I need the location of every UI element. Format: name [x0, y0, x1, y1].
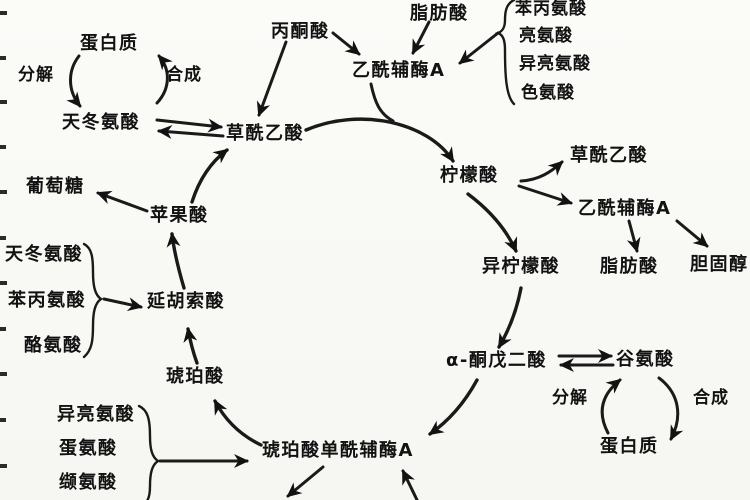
node-fatty-acid-top: 脂肪酸: [410, 3, 469, 24]
node-isoleucine-bottom-left: 异亮氨酸: [57, 404, 135, 425]
arrow-pyruvate-to-acetylcoa: [331, 31, 361, 56]
node-fumarate: 延胡索酸: [147, 291, 225, 312]
arrow-citrate-to-acetylcoa-right: [517, 184, 573, 206]
node-acetyl-coa-top: 乙酰辅酶A: [352, 60, 446, 81]
arrow-protein-decompose-to-glutamate: [600, 378, 622, 435]
node-isoleucine-top-right: 异亮氨酸: [519, 54, 591, 74]
arrow-citrate-to-isocitrate: [466, 192, 518, 253]
arrow-fattyacid-to-acetylcoa: [411, 20, 431, 55]
arrow-ketoglutarate-to-succinylcoa: [428, 378, 479, 436]
node-tryptophan-top-right: 色氨酸: [521, 83, 575, 103]
node-malate: 苹果酸: [150, 205, 209, 226]
arrow-succinylcoa-to-succinate: [213, 399, 263, 447]
node-isocitrate: 异柠檬酸: [482, 256, 560, 277]
node-citrate: 柠檬酸: [440, 165, 499, 186]
node-succinyl-coa: 琥珀酸单酰辅酶A: [262, 440, 414, 461]
arrow-malate-to-oxaloacetate: [190, 148, 229, 204]
node-cholesterol: 胆固醇: [690, 254, 749, 275]
brace-amino-group-bottom-left: [137, 404, 161, 500]
node-methionine-bottom-left: 蛋氨酸: [59, 438, 118, 459]
arrow-oxaloacetate-to-citrate: [304, 117, 455, 163]
node-glutamate: 谷氨酸: [616, 349, 675, 370]
arrow-aspartate-synthesis-to-protein: [155, 54, 173, 105]
label-decompose-top-left: 分解: [18, 65, 54, 85]
arrow-acetylcoa-to-cholesterol: [675, 219, 709, 248]
arrow-isocitrate-to-ketoglutarate: [497, 286, 523, 349]
node-acetyl-coa-right: 乙酰辅酶A: [578, 198, 672, 219]
node-leucine-top-right: 亮氨酸: [519, 26, 573, 46]
arrow-fumarate-to-malate: [166, 232, 186, 290]
arrow-acetylcoa-to-fattyacid-right: [626, 219, 641, 253]
node-protein-right: 蛋白质: [600, 436, 659, 457]
arrow-protein-decompose-to-aspartate: [66, 54, 82, 108]
arrow-bottom-to-succinylcoa: [401, 469, 419, 500]
node-valine-bottom-left: 缬氨酸: [59, 472, 118, 493]
arrow-aspartate-to-oxaloacetate: [155, 118, 223, 133]
arrow-pyruvate-to-oxaloacetate: [256, 40, 288, 117]
arrow-glutamate-synthesis-to-protein: [657, 376, 684, 441]
node-tyrosine-left: 酪氨酸: [24, 335, 83, 356]
label-synthesis-top-left: 合成: [166, 65, 202, 85]
label-decompose-right: 分解: [552, 388, 588, 408]
arrow-succinylcoa-down-left: [286, 465, 325, 498]
node-phenylalanine-left: 苯丙氨酸: [8, 290, 86, 311]
label-synthesis-right: 合成: [693, 388, 729, 408]
node-pyruvate: 丙酮酸: [271, 21, 330, 42]
node-aspartate-top: 天冬氨酸: [62, 112, 140, 133]
brace-amino-group-top-right: [494, 0, 516, 106]
arrow-succinate-to-fumarate: [183, 327, 199, 365]
brace-amino-group-left: [82, 242, 104, 359]
arrow-aminoacids-to-fumarate: [102, 297, 143, 312]
arrow-oxaloacetate-to-aspartate: [157, 125, 225, 139]
node-glucose: 葡萄糖: [26, 176, 85, 197]
node-succinate: 琥珀酸: [166, 366, 225, 387]
node-phenylalanine-top-right: 苯丙氨酸: [515, 0, 587, 19]
node-protein-top-left: 蛋白质: [80, 33, 139, 54]
node-alpha-ketoglutarate: α-酮戊二酸: [446, 350, 547, 371]
arrow-malate-to-glucose: [96, 190, 149, 213]
node-oxaloacetate-cycle: 草酰乙酸: [226, 123, 304, 144]
node-fatty-acid-right: 脂肪酸: [600, 256, 659, 277]
scan-edge-ticks: [0, 11, 7, 468]
line-acetylcoa-joins-cycle: [369, 82, 395, 123]
node-oxaloacetate-right: 草酰乙酸: [570, 145, 648, 166]
arrow-aminoacids-to-acetylcoa: [458, 31, 500, 65]
node-aspartate-left: 天冬氨酸: [5, 244, 83, 265]
arrow-citrate-to-oxaloacetate-right: [519, 160, 564, 183]
